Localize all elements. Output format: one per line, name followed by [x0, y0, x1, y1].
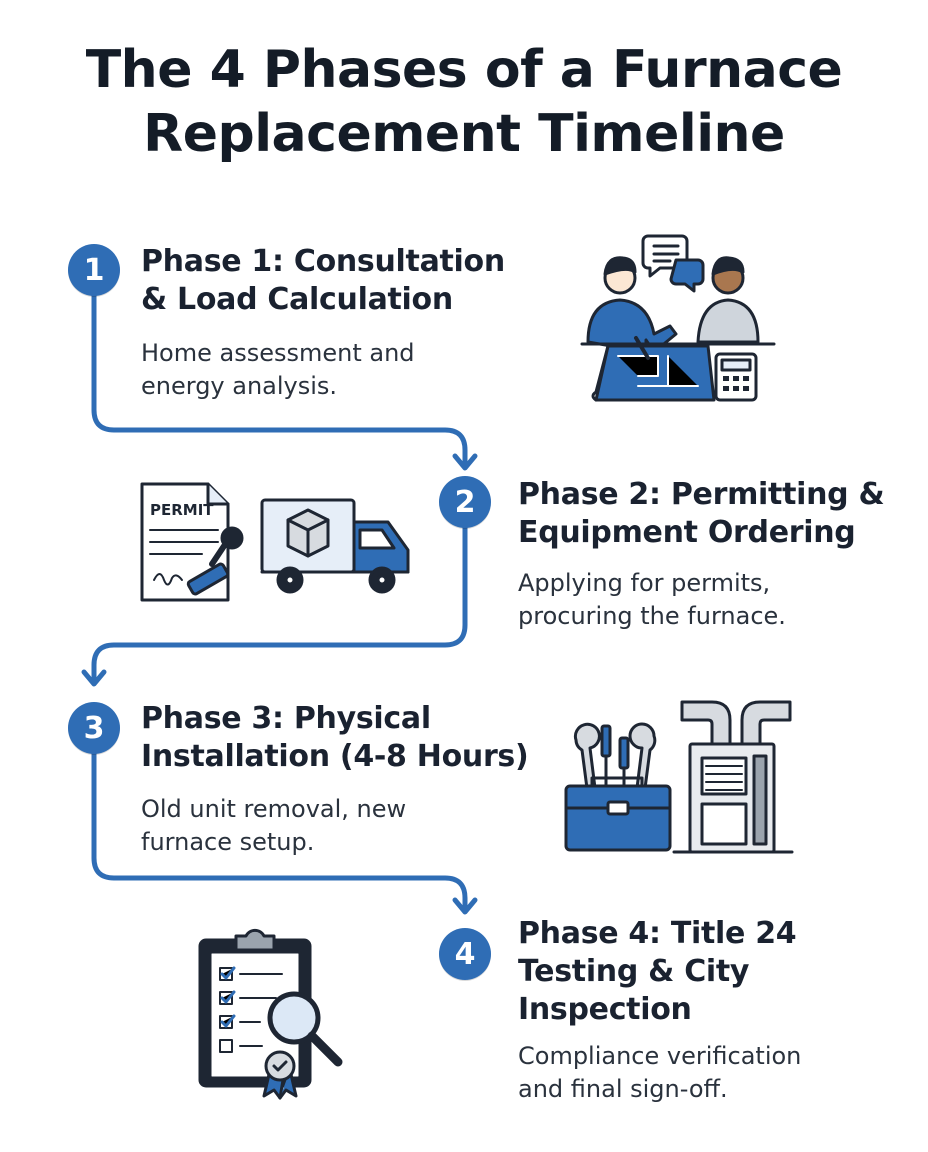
phase-3-desc-line2: furnace setup. — [141, 828, 315, 856]
phase-3-title-line2: Installation (4-8 Hours) — [141, 739, 529, 774]
permit-label: PERMIT — [150, 501, 214, 519]
phase-4-description: Compliance verification and final sign-o… — [518, 1040, 801, 1106]
phase-4-badge: 4 — [439, 928, 491, 980]
toolbox-furnace-icon — [564, 700, 794, 854]
phase-4-title: Phase 4: Title 24 Testing & City Inspect… — [518, 915, 797, 1029]
phase-4-title-line3: Inspection — [518, 992, 692, 1027]
phase-3-title-line1: Phase 3: Physical — [141, 701, 431, 736]
phase-4-title-line1: Phase 4: Title 24 — [518, 916, 797, 951]
consultation-icon — [580, 234, 776, 402]
phase-1-description: Home assessment and energy analysis. — [141, 337, 415, 403]
page-title: The 4 Phases of a Furnace Replacement Ti… — [0, 38, 928, 166]
phase-2-title-line2: Equipment Ordering — [518, 515, 856, 550]
phase-4-desc-line2: and final sign-off. — [518, 1075, 728, 1103]
phase-3-description: Old unit removal, new furnace setup. — [141, 793, 406, 859]
phase-3-badge: 3 — [68, 702, 120, 754]
phase-2-title-line1: Phase 2: Permitting & — [518, 477, 885, 512]
connector-3-4 — [91, 749, 468, 913]
connector-2-3 — [91, 524, 468, 685]
phase-3-desc-line1: Old unit removal, new — [141, 795, 407, 823]
phase-2-description: Applying for permits, procuring the furn… — [518, 567, 786, 633]
phase-1-title-line1: Phase 1: Consultation — [141, 244, 505, 279]
phase-2-desc-line1: Applying for permits, — [518, 569, 771, 597]
inspection-clipboard-icon — [198, 928, 343, 1100]
page-title-line2: Replacement Timeline — [143, 104, 785, 164]
phase-3-title: Phase 3: Physical Installation (4-8 Hour… — [141, 700, 529, 776]
phase-2-title: Phase 2: Permitting & Equipment Ordering — [518, 476, 885, 552]
phase-2-desc-line2: procuring the furnace. — [518, 602, 786, 630]
arrow-head-2 — [81, 669, 107, 687]
phase-1-desc-line2: energy analysis. — [141, 372, 338, 400]
arrow-head-1 — [452, 453, 478, 471]
phase-1-badge: 1 — [68, 244, 120, 296]
phase-1-title: Phase 1: Consultation & Load Calculation — [141, 243, 505, 319]
permit-delivery-icon: PERMIT — [140, 482, 410, 602]
arrow-head-3 — [452, 897, 478, 915]
phase-4-desc-line1: Compliance verification — [518, 1042, 802, 1070]
connector-1-2 — [91, 289, 468, 469]
page-title-line1: The 4 Phases of a Furnace — [85, 40, 843, 100]
phase-1-title-line2: & Load Calculation — [141, 282, 453, 317]
phase-4-title-line2: Testing & City — [518, 954, 750, 989]
phase-1-desc-line1: Home assessment and — [141, 339, 415, 367]
phase-2-badge: 2 — [439, 476, 491, 528]
